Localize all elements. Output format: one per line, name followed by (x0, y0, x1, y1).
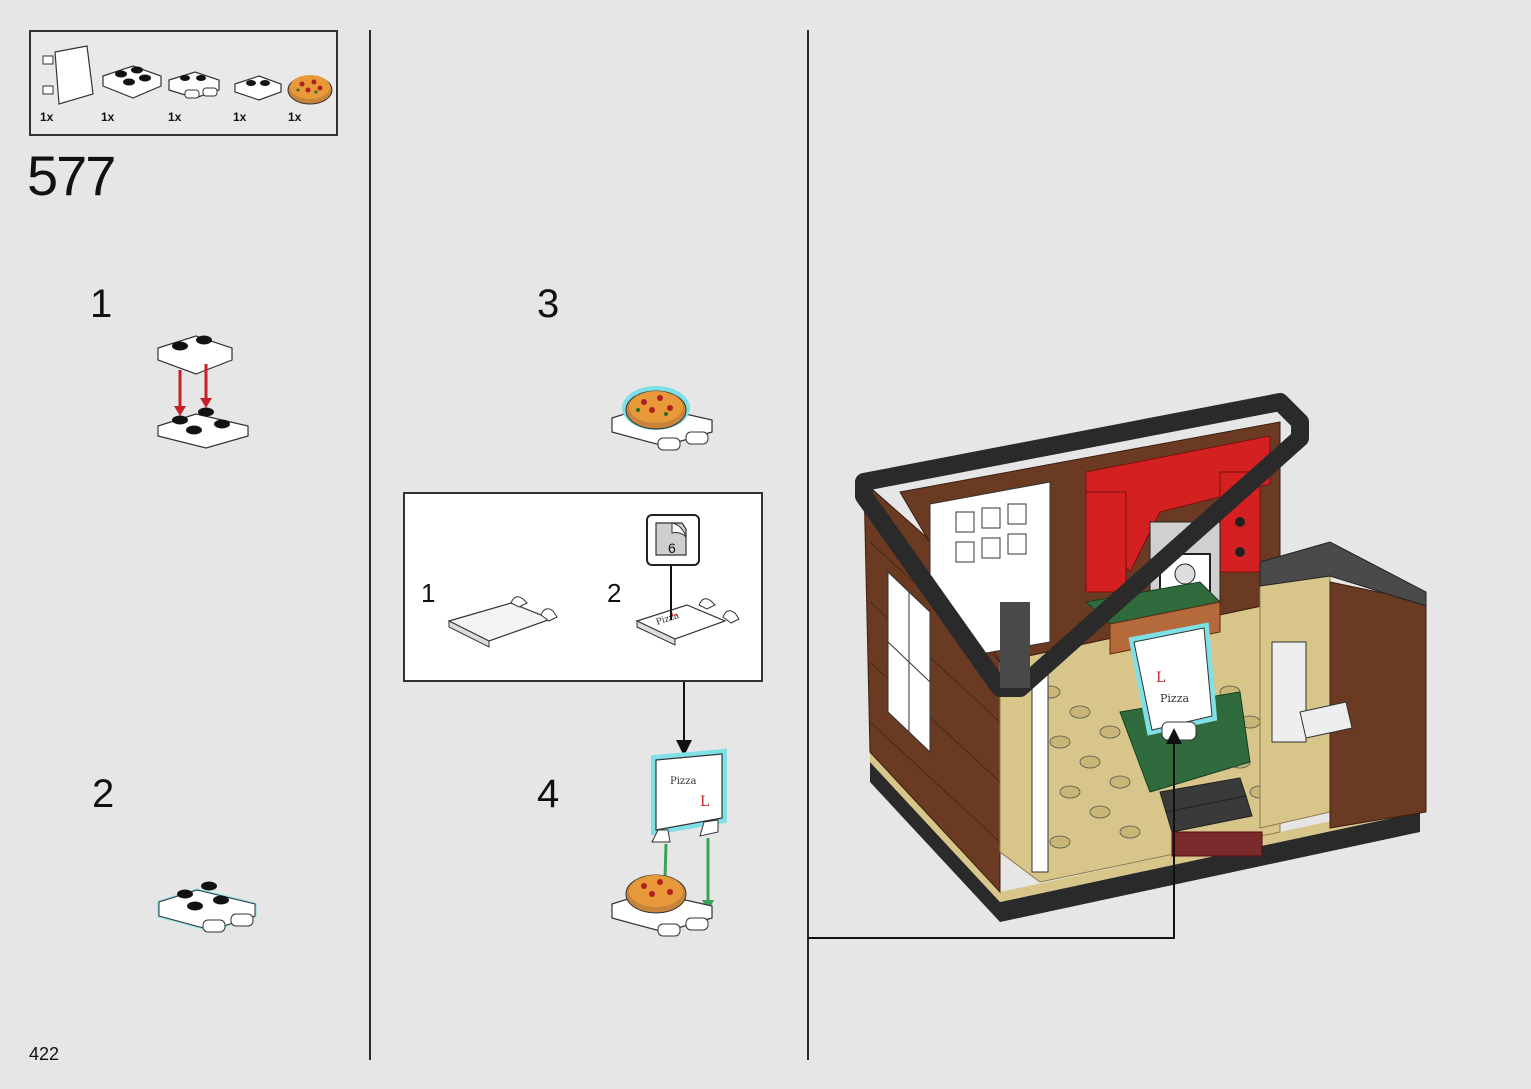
svg-text:Pizza: Pizza (1160, 692, 1190, 705)
white-plate-1x2-part (234, 75, 282, 101)
substep-number-2: 2 (92, 772, 115, 816)
substep-number-1: 1 (90, 282, 113, 326)
parts-list: 1x 1x 1x 1x 1x (29, 30, 338, 136)
part-qty-5: 1x (288, 110, 302, 124)
white-plate-2x2-part (102, 65, 162, 99)
callout-step-number-2: 2 (607, 578, 622, 608)
substep-4-illustration: Pizza L (611, 748, 727, 937)
callout-flag-stickered: Pizza L (635, 598, 740, 646)
white-plate-clips-part (168, 71, 220, 99)
main-step-number: 577 (27, 144, 116, 207)
column-divider-left (369, 30, 371, 1060)
substep-2-illustration (157, 881, 257, 933)
pizza-tile-part (287, 75, 333, 105)
substep-3-illustration (611, 386, 713, 451)
connector-arrow-to-model (808, 728, 1182, 939)
part-qty-2: 1x (101, 110, 115, 124)
substep-number-4: 4 (537, 772, 560, 816)
substep-1-illustration (157, 335, 249, 449)
sticker-peel-icon (655, 522, 687, 556)
sticker-badge: 6 (646, 514, 700, 566)
callout-flag-blank (447, 596, 558, 648)
callout-step-number-1: 1 (421, 578, 436, 608)
column-divider-right (807, 30, 809, 1060)
sticker-number: 6 (668, 540, 676, 556)
svg-text:Pizza: Pizza (670, 776, 696, 787)
part-qty-3: 1x (168, 110, 182, 124)
part-qty-4: 1x (233, 110, 247, 124)
svg-text:L: L (669, 607, 679, 620)
page-number: 422 (29, 1044, 60, 1064)
svg-text:L: L (1156, 670, 1165, 686)
substep-number-3: 3 (537, 282, 560, 326)
svg-text:L: L (700, 794, 709, 810)
sticker-leader-line (670, 564, 672, 620)
callout-to-step-4-arrow (676, 682, 692, 756)
white-flag-2x2-part (42, 45, 94, 105)
part-qty-1: 1x (40, 110, 54, 124)
main-model-illustration: L Pizza (855, 393, 1427, 922)
sticker-callout-box: 1 2 6 Pizza L (403, 492, 763, 682)
